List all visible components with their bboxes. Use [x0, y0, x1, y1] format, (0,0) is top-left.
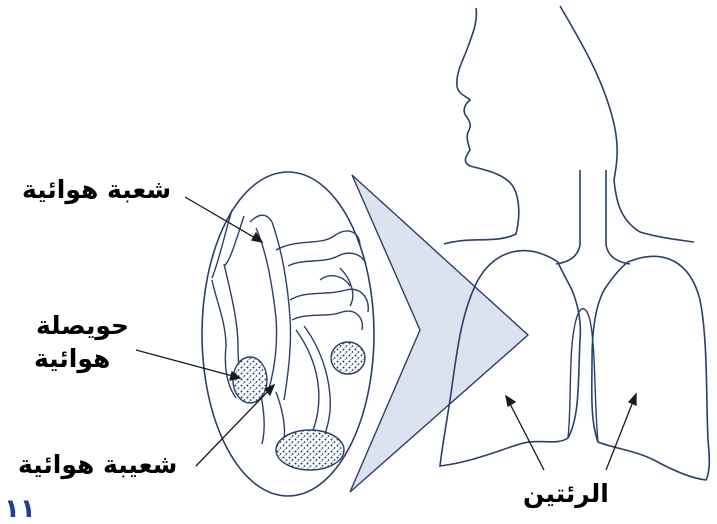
trachea	[556, 170, 630, 264]
label-alveolus-line1: حويصلة	[36, 312, 129, 341]
label-alveolus-line2: هوائية	[34, 345, 110, 374]
arrowhead-lungs-right	[629, 394, 636, 405]
lung-right	[592, 256, 710, 480]
page-number: ١١	[4, 496, 36, 522]
alveolus-cluster	[276, 430, 344, 470]
pointer-lungs-right	[606, 394, 636, 470]
head-profile	[444, 8, 519, 244]
label-bronchiole: شعيبة هوائية	[18, 451, 177, 480]
pointer-lungs-left	[506, 396, 544, 470]
label-bronchus: شعبة هوائية	[22, 176, 171, 205]
alveolus-cluster	[331, 342, 365, 374]
zoom-cone	[350, 175, 528, 492]
alveolus-cluster	[233, 357, 267, 403]
arrowhead-lungs-left	[506, 396, 515, 406]
label-lungs: الرئتين	[523, 480, 609, 509]
